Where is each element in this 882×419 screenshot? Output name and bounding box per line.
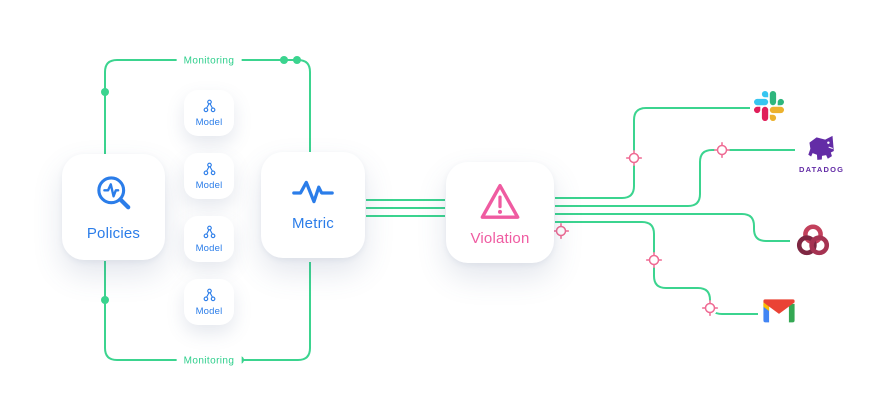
crosshair-icon	[552, 222, 570, 240]
crosshair-icon	[625, 149, 643, 167]
policies-label: Policies	[86, 225, 141, 242]
datadog-caption: DATADOG	[799, 165, 845, 174]
integration-datadog: DATADOG	[799, 133, 844, 174]
policies-node: Policies	[62, 154, 165, 260]
warning-triangle-icon	[480, 183, 520, 219]
wire-violation-trefoil	[555, 213, 790, 242]
slack-logo	[754, 91, 784, 121]
model-tree-icon	[203, 225, 215, 238]
line-dot	[293, 56, 301, 64]
model-node-3: Model	[184, 216, 234, 262]
model-node-2: Model	[184, 153, 234, 199]
model-tree-icon	[203, 99, 215, 112]
line-dot	[280, 56, 288, 64]
search-pulse-icon	[96, 176, 130, 210]
model-tree-icon	[203, 288, 215, 301]
gmail-logo	[763, 299, 795, 323]
line-dot	[101, 296, 109, 304]
monitoring-label-top: Monitoring	[176, 55, 242, 67]
crosshair-icon	[713, 141, 731, 159]
integration-gmail	[762, 298, 796, 324]
model-label: Model	[195, 305, 223, 317]
pulse-waveform-icon	[292, 180, 334, 204]
model-node-1: Model	[184, 90, 234, 136]
model-label: Model	[195, 242, 223, 254]
trefoil-knot-logo	[796, 224, 830, 256]
crosshair-icon	[701, 299, 719, 317]
crosshair-icon	[645, 251, 663, 269]
datadog-logo	[807, 135, 834, 160]
line-dot	[101, 88, 109, 96]
model-tree-icon	[203, 162, 215, 175]
model-label: Model	[195, 116, 223, 128]
model-node-4: Model	[184, 279, 234, 325]
integration-trefoil	[794, 222, 832, 260]
integration-slack	[754, 91, 784, 121]
metric-node: Metric	[261, 152, 365, 258]
monitoring-label-bottom: Monitoring	[176, 355, 242, 367]
violation-label: Violation	[470, 229, 530, 247]
violation-node: Violation	[446, 162, 554, 263]
wire-violation-gmail	[555, 221, 758, 315]
model-label: Model	[195, 179, 223, 191]
wire-violation-datadog	[555, 149, 795, 207]
line-dots	[101, 56, 301, 364]
metric-label: Metric	[291, 215, 335, 232]
